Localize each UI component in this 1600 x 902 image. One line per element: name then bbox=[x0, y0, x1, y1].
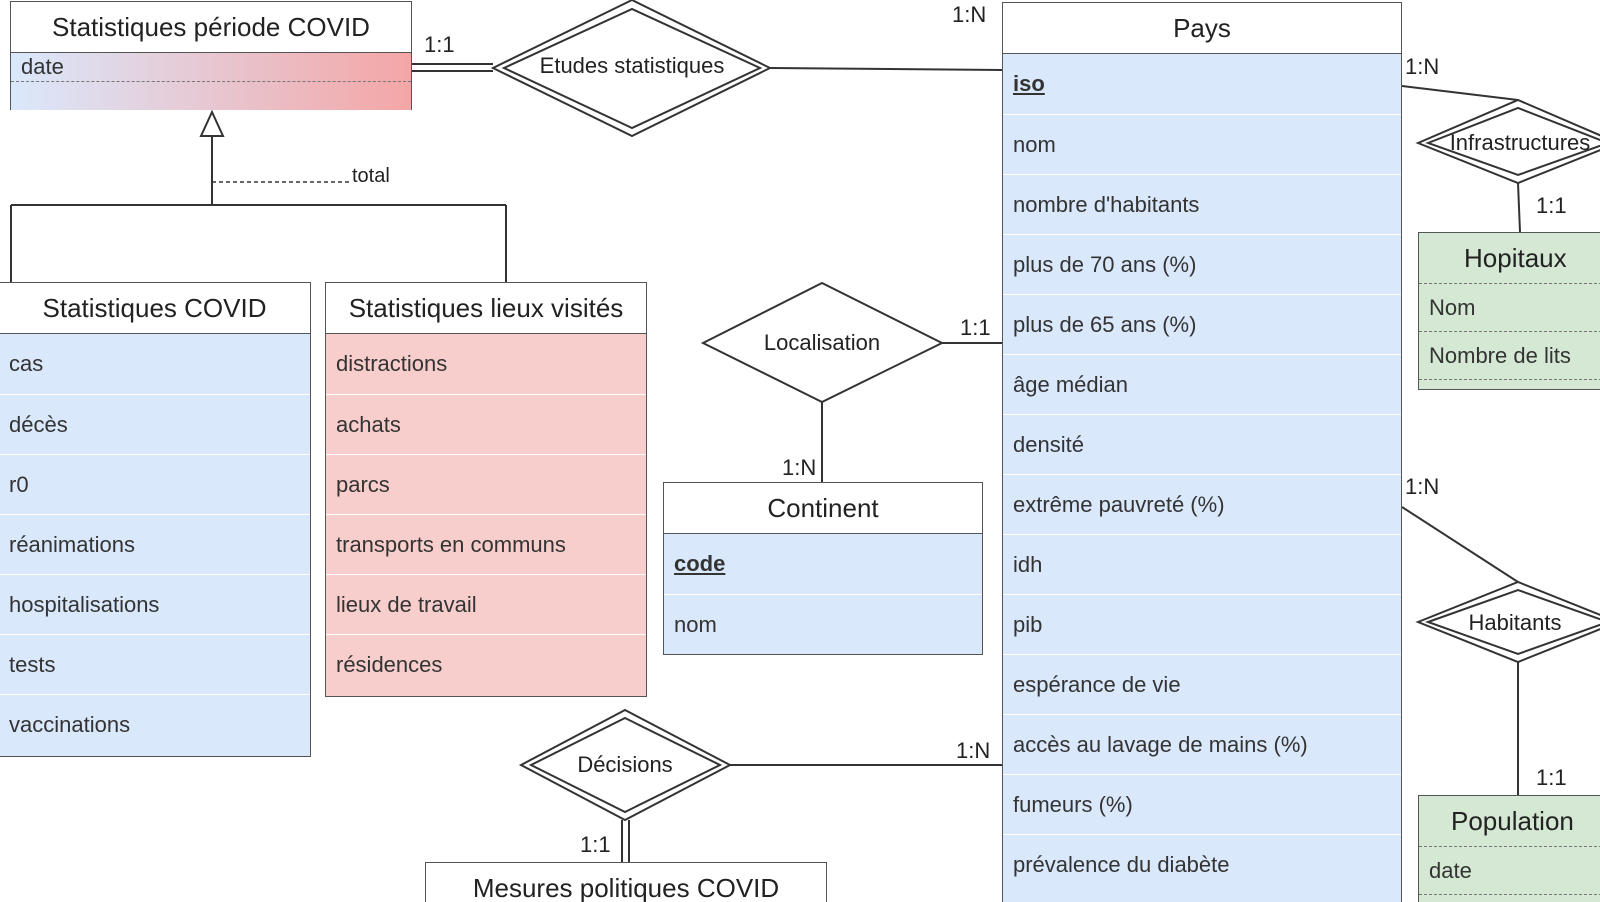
entity-title: Continent bbox=[664, 483, 982, 534]
attribute-key: iso bbox=[1013, 71, 1045, 96]
relation-infrastructures-shape bbox=[1425, 106, 1600, 177]
relation-habitants-double-border bbox=[1415, 580, 1600, 664]
attribute-row: nom bbox=[1003, 114, 1401, 174]
entity-title: Statistiques période COVID bbox=[11, 2, 411, 53]
attribute-row: plus de 65 ans (%) bbox=[1003, 294, 1401, 354]
attribute-row: Nombre de lits bbox=[1419, 332, 1600, 380]
cardinality-decisions-mesures: 1:1 bbox=[580, 832, 611, 857]
attribute-row: décès bbox=[0, 394, 310, 454]
relation-etudes-shape bbox=[501, 7, 763, 130]
entity-title: Statistiques lieux visités bbox=[326, 283, 646, 334]
entity-mesures[interactable]: Mesures politiques COVID bbox=[425, 862, 827, 902]
specialization-total-label: total bbox=[352, 165, 390, 187]
attribute-row: cas bbox=[9, 351, 44, 376]
attribute-row: âge médian bbox=[1003, 354, 1401, 414]
attribute-area: date bbox=[11, 53, 411, 110]
attribute-row: espérance de vie bbox=[1003, 654, 1401, 714]
attribute-row: pib bbox=[1003, 594, 1401, 654]
cardinality-infra-pays: 1:N bbox=[1405, 54, 1440, 79]
attribute-date: date bbox=[11, 53, 411, 82]
attribute-row: hospitalisations bbox=[0, 574, 310, 634]
cardinality-habitants-population: 1:1 bbox=[1536, 765, 1567, 790]
attribute-key: code bbox=[674, 551, 726, 576]
relation-decisions-shape bbox=[528, 716, 723, 814]
attribute-row: parcs bbox=[326, 454, 646, 514]
connector-habitants-pays bbox=[1401, 506, 1519, 583]
attribute-row: extrême pauvreté (%) bbox=[1003, 474, 1401, 534]
entity-stat-lieux[interactable]: Statistiques lieux visités distractions … bbox=[325, 282, 647, 697]
generalization-arrow bbox=[199, 109, 225, 137]
attribute-row: tests bbox=[0, 634, 310, 694]
connector-infra-hopitaux bbox=[1517, 182, 1521, 233]
entity-title: Hopitaux bbox=[1419, 233, 1600, 284]
cardinality-localisation-continent: 1:N bbox=[782, 455, 817, 480]
entity-title: Mesures politiques COVID bbox=[426, 863, 826, 902]
cardinality-habitants-pays: 1:N bbox=[1405, 474, 1440, 499]
attribute-row: achats bbox=[326, 394, 646, 454]
relation-decisions-label[interactable]: Décisions bbox=[577, 752, 673, 777]
cardinality-localisation-pays: 1:1 bbox=[960, 315, 991, 340]
attribute-row: vaccinations bbox=[0, 694, 310, 754]
attribute-row: transports en communs bbox=[326, 514, 646, 574]
relation-infrastructures-double-border bbox=[1415, 98, 1600, 185]
cardinality-etudes-periode: 1:1 bbox=[424, 32, 455, 57]
entity-population[interactable]: Population date bbox=[1418, 795, 1600, 902]
attribute-row: distractions bbox=[336, 351, 448, 376]
entity-title: Statistiques COVID bbox=[0, 283, 310, 334]
attribute-row: date bbox=[1419, 847, 1600, 895]
relation-habitants-shape bbox=[1425, 588, 1600, 656]
entity-stat-periode[interactable]: Statistiques période COVID date bbox=[10, 1, 412, 110]
attribute-row: plus de 70 ans (%) bbox=[1003, 234, 1401, 294]
entity-continent[interactable]: Continent code nom bbox=[663, 482, 983, 655]
entity-pays[interactable]: Pays iso nom nombre d'habitants plus de … bbox=[1002, 2, 1402, 902]
attribute-row: résidences bbox=[326, 634, 646, 694]
entity-hopitaux[interactable]: Hopitaux Nom Nombre de lits bbox=[1418, 232, 1600, 390]
attribute-row: accès au lavage de mains (%) bbox=[1003, 714, 1401, 774]
cardinality-infra-hopitaux: 1:1 bbox=[1536, 193, 1567, 218]
cardinality-decisions-pays: 1:N bbox=[956, 738, 991, 763]
attribute-row: fumeurs (%) bbox=[1003, 774, 1401, 834]
attribute-row: lieux de travail bbox=[326, 574, 646, 634]
relation-localisation-label[interactable]: Localisation bbox=[763, 330, 881, 355]
cardinality-etudes-pays: 1:N bbox=[952, 2, 987, 27]
attribute-row: prévalence du diabète bbox=[1003, 834, 1401, 894]
relation-habitants-label[interactable]: Habitants bbox=[1468, 610, 1562, 635]
attribute-row: nom bbox=[664, 594, 982, 654]
attribute-row: r0 bbox=[0, 454, 310, 514]
entity-title: Pays bbox=[1003, 3, 1401, 54]
attribute-row: idh bbox=[1003, 534, 1401, 594]
connector-etudes-pays bbox=[769, 67, 1003, 71]
attribute-row: réanimations bbox=[0, 514, 310, 574]
relation-infrastructures-label[interactable]: Infrastructures bbox=[1449, 130, 1591, 155]
attribute-row: Nom bbox=[1419, 284, 1600, 332]
attribute-row: nombre d'habitants bbox=[1003, 174, 1401, 234]
entity-title: Population bbox=[1419, 796, 1600, 847]
relation-etudes-label[interactable]: Etudes statistiques bbox=[539, 53, 725, 78]
attribute-row: densité bbox=[1003, 414, 1401, 474]
connector-infra-pays bbox=[1401, 85, 1519, 101]
entity-stat-covid[interactable]: Statistiques COVID cas décès r0 réanimat… bbox=[0, 282, 311, 757]
